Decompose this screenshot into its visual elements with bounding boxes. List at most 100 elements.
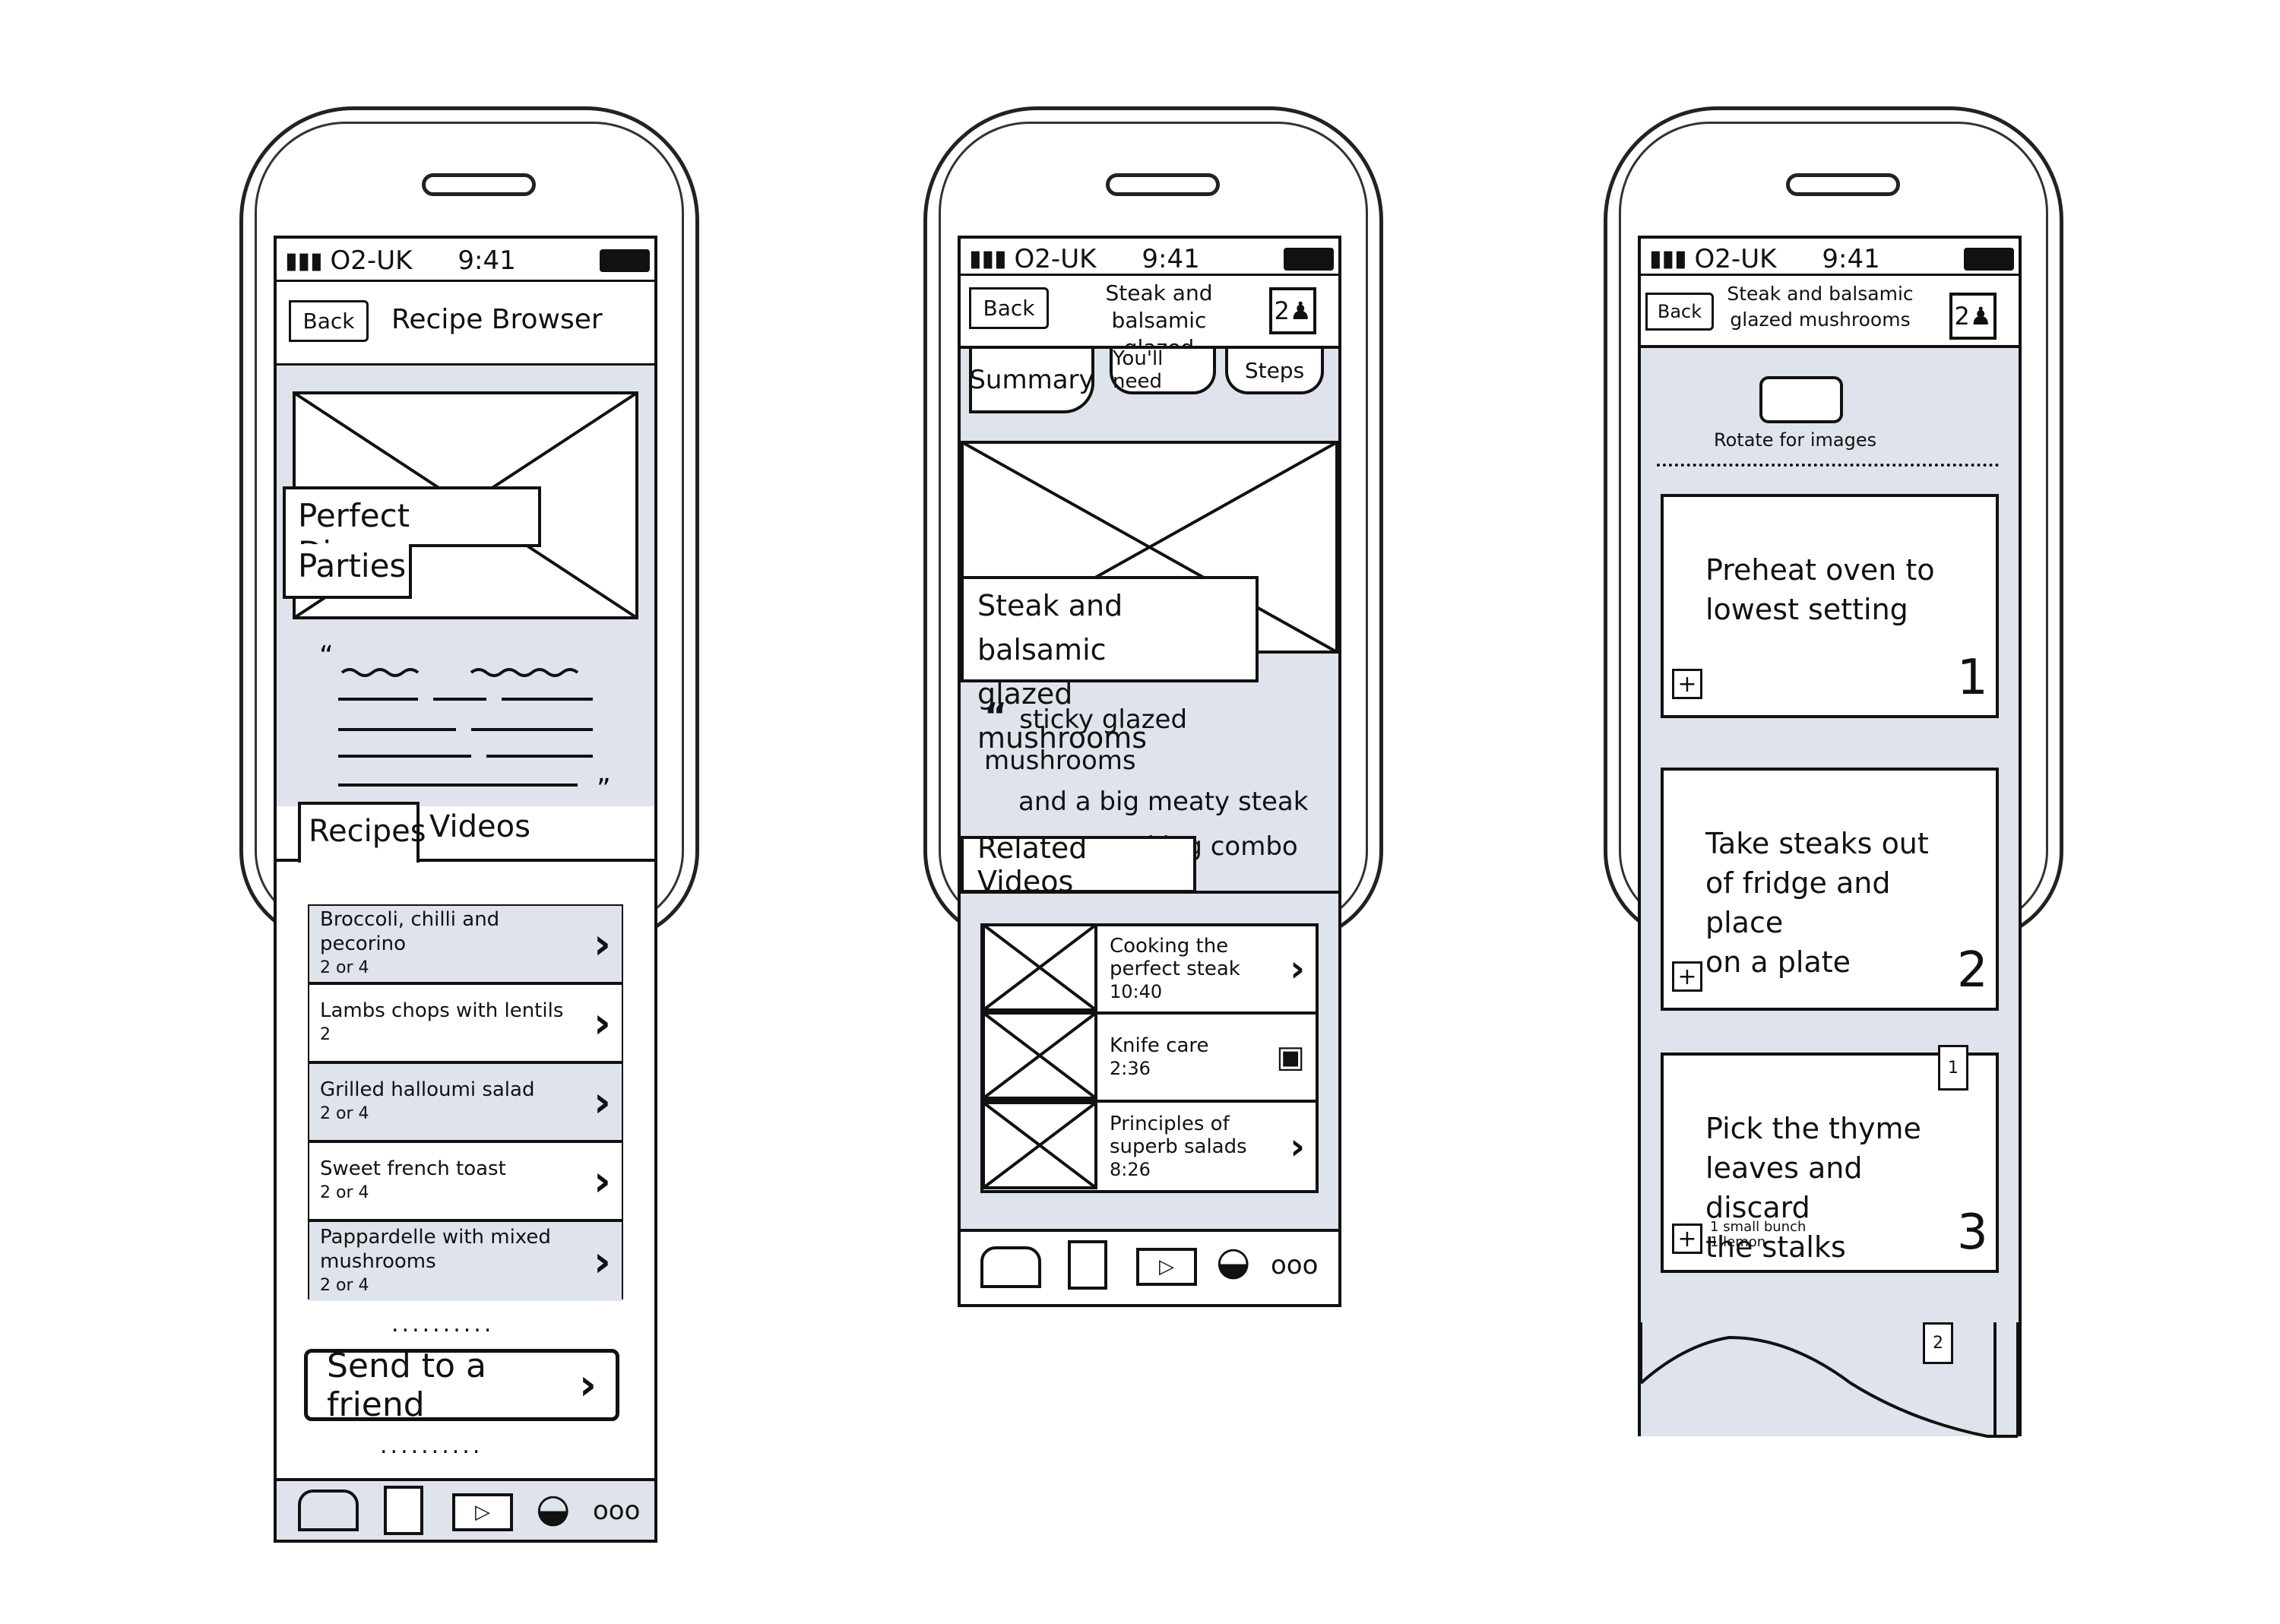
speaker-3 [1786, 173, 1900, 196]
tabbar-home-icon[interactable] [980, 1246, 1041, 1288]
chevron-right-icon: › [593, 1077, 611, 1127]
tab-steps[interactable]: Steps [1225, 349, 1324, 394]
status-divider [277, 280, 654, 282]
carrier: O2-UK [330, 245, 413, 276]
tabbar-more-icon[interactable]: ooo [1271, 1250, 1319, 1281]
carrier: O2-UK [1694, 243, 1777, 274]
clock: 9:41 [1142, 243, 1200, 274]
rotate-label: Rotate for images [1714, 429, 1877, 451]
recipe-serves: 2 or 4 [320, 958, 369, 977]
tabbar-home-icon[interactable] [298, 1489, 359, 1531]
back-button[interactable]: Back [1645, 293, 1714, 331]
ingredient-item: 1 small bunch [1710, 1219, 1807, 1235]
svg-text:”: ” [597, 774, 611, 805]
signal-icon: ▮▮▮ [285, 247, 323, 274]
bookmark-1-icon[interactable]: 1 [1938, 1045, 1968, 1091]
chevron-right-icon: › [1290, 1125, 1305, 1168]
hero-title-line-2: glazed mushrooms [977, 677, 1148, 755]
step-text: Pick the thyme [1705, 1112, 1921, 1145]
recipe-row-text: Pappardelle with mixed mushrooms 2 or 4 [320, 1225, 586, 1298]
tabbar-list-icon[interactable] [1068, 1240, 1107, 1290]
recipe-title-line-1: Steak and balsamic [1727, 283, 1914, 305]
step-text: lowest setting [1705, 593, 1908, 626]
recipe-serves: 2 or 4 [320, 1276, 369, 1295]
step-text: of fridge and place [1705, 866, 1891, 939]
add-to-list-icon[interactable]: + [1672, 669, 1702, 699]
rotate-divider [1657, 464, 1999, 467]
status-bar-2: ▮▮▮ O2-UK 9:41 [969, 242, 1334, 276]
quote-line-2: and a big meaty steak [1018, 787, 1309, 817]
back-button[interactable]: Back [969, 287, 1049, 329]
tab-videos[interactable]: Videos [429, 809, 530, 844]
signal-icon: ▮▮▮ [1649, 245, 1687, 272]
tabbar-mortar-icon[interactable]: ◒ [1216, 1239, 1251, 1284]
quote-placeholder-lines: “ ” [319, 641, 611, 805]
back-button[interactable]: Back [289, 300, 369, 342]
rotate-phone-icon [1759, 376, 1843, 423]
tabbar-mortar-icon[interactable]: ◒ [536, 1486, 571, 1531]
recipe-name: Pappardelle with mixed mushrooms [320, 1226, 551, 1273]
tabbar-divider [961, 1229, 1338, 1232]
tab-recipes[interactable]: Recipes [298, 802, 426, 863]
dots-separator-1: .......... [391, 1311, 495, 1338]
tabbar-play-icon[interactable]: ▷ [1136, 1248, 1197, 1286]
clock: 9:41 [458, 245, 516, 276]
video-title: perfect steak [1110, 958, 1240, 980]
battery-icon [1964, 247, 2014, 271]
tabs-divider [277, 859, 654, 862]
recipe-serves: 2 [320, 1025, 331, 1044]
bookmark-2-icon[interactable]: 2 [1923, 1322, 1953, 1364]
recipe-title: Steak and balsamic glazed mushrooms [1721, 281, 1919, 333]
battery-icon [600, 249, 650, 272]
video-thumbnail [982, 1101, 1097, 1189]
recipe-name: Grilled halloumi salad [320, 1078, 535, 1101]
hero-title-box: Perfect Dinner [283, 486, 541, 571]
chevron-right-icon: › [578, 1360, 597, 1410]
servings-button[interactable]: 2♟ [1949, 293, 1997, 340]
recipe-name: Sweet french toast [320, 1157, 506, 1180]
svg-text:“: “ [319, 641, 334, 672]
servings-button[interactable]: 2♟ [1269, 287, 1316, 334]
add-to-list-icon[interactable]: + [1672, 961, 1702, 992]
tab-summary[interactable]: Summary [969, 349, 1094, 413]
signal-icon: ▮▮▮ [969, 245, 1007, 272]
tabbar-list-icon[interactable] [384, 1486, 423, 1535]
status-divider [1641, 274, 2019, 276]
video-duration: 10:40 [1110, 981, 1163, 1002]
tab-youll-need[interactable]: You'll need [1110, 347, 1216, 394]
tabbar-play-icon[interactable]: ▷ [452, 1493, 513, 1531]
nav-divider [961, 346, 1338, 349]
chevron-right-icon: › [1290, 948, 1305, 990]
recipe-title-line-1: Steak and balsamic [1105, 280, 1213, 333]
send-to-friend-button[interactable]: Send to a friend › [304, 1347, 619, 1424]
chevron-right-icon: › [593, 998, 611, 1048]
recipe-row-text: Sweet french toast 2 or 4 [320, 1157, 506, 1205]
step-number: 1 [1957, 650, 1988, 706]
hero-title-box: Steak and balsamic glazed mushrooms [961, 576, 1259, 755]
person-icon: ♟ [1969, 302, 1992, 331]
recipe-serves: 2 or 4 [320, 1183, 369, 1202]
ingredient-item: 1 lemon [1710, 1234, 1766, 1250]
video-title: Cooking the [1110, 935, 1229, 958]
clock: 9:41 [1822, 243, 1880, 274]
status-divider [961, 274, 1338, 276]
step-text: leaves and discard [1705, 1151, 1863, 1224]
video-thumbnail [982, 923, 1097, 1011]
add-to-list-icon[interactable]: + [1672, 1224, 1702, 1254]
tabbar-more-icon[interactable]: ooo [593, 1496, 641, 1526]
status-bar: ▮▮▮ O2-UK 9:41 [285, 242, 650, 280]
quote-line-1: “ sticky glazed mushrooms [984, 695, 1188, 776]
